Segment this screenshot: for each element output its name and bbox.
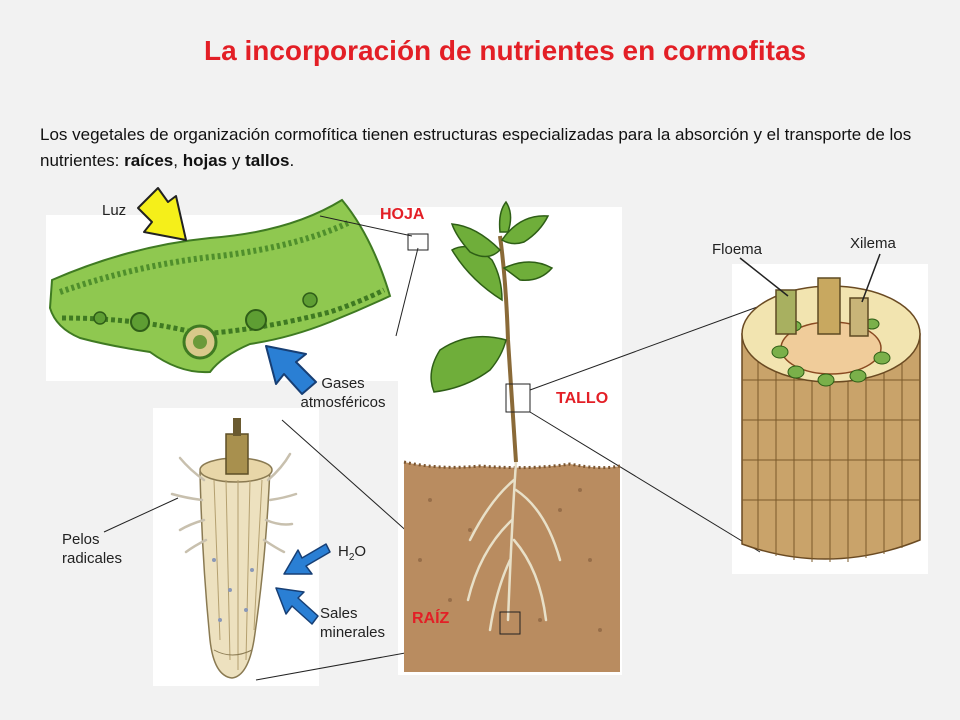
- connector-lines: [255, 215, 761, 681]
- intro-text: Los vegetales de organización cormofític…: [40, 125, 912, 170]
- label-light: Luz: [102, 202, 127, 219]
- intro-paragraph: Los vegetales de organización cormofític…: [40, 122, 940, 174]
- label-phloem: Floema: [712, 241, 763, 258]
- label-water-h: H: [338, 543, 349, 560]
- stem-label-lines: [739, 253, 881, 303]
- stem-cross-section: [741, 277, 921, 562]
- selection-boxes: [407, 233, 531, 635]
- label-gases-line2: atmosféricos: [300, 394, 386, 411]
- intro-leaves: hojas: [182, 151, 228, 170]
- intro-end: .: [289, 151, 295, 170]
- page-title: La incorporación de nutrientes en cormof…: [204, 35, 807, 66]
- plant-illustration: [403, 200, 621, 672]
- label-gases: Gases atmosféricos: [288, 374, 398, 412]
- label-gases-line1: Gases: [321, 375, 365, 392]
- label-root-hairs-line2: radicales: [62, 550, 123, 567]
- label-minerals-line1: Sales: [320, 605, 358, 622]
- label-water: H2O: [338, 542, 366, 567]
- label-root-hairs-line1: Pelos: [62, 531, 100, 548]
- label-minerals-line2: minerales: [320, 624, 386, 641]
- intro-stems: tallos: [245, 151, 290, 170]
- label-water-sub: 2: [348, 552, 355, 563]
- intro-sep: y: [227, 151, 246, 170]
- label-xylem: Xilema: [850, 235, 896, 252]
- leaf-cross-section: [48, 198, 392, 374]
- gas-arrow: [265, 345, 317, 395]
- label-leaf: HOJA: [380, 206, 425, 223]
- label-water-o: O: [354, 543, 367, 560]
- root-closeup: [170, 418, 298, 679]
- intro-sep: ,: [173, 151, 183, 170]
- intro-roots: raíces: [124, 151, 174, 170]
- water-arrow: [283, 543, 331, 575]
- light-arrow: [137, 187, 187, 241]
- label-root: RAÍZ: [412, 610, 450, 627]
- label-minerals: Sales minerales: [320, 604, 385, 642]
- label-root-hairs: Pelos radicales: [62, 530, 122, 568]
- root-label-lines: [103, 497, 179, 533]
- label-stem: TALLO: [556, 390, 609, 407]
- minerals-arrow: [275, 587, 319, 625]
